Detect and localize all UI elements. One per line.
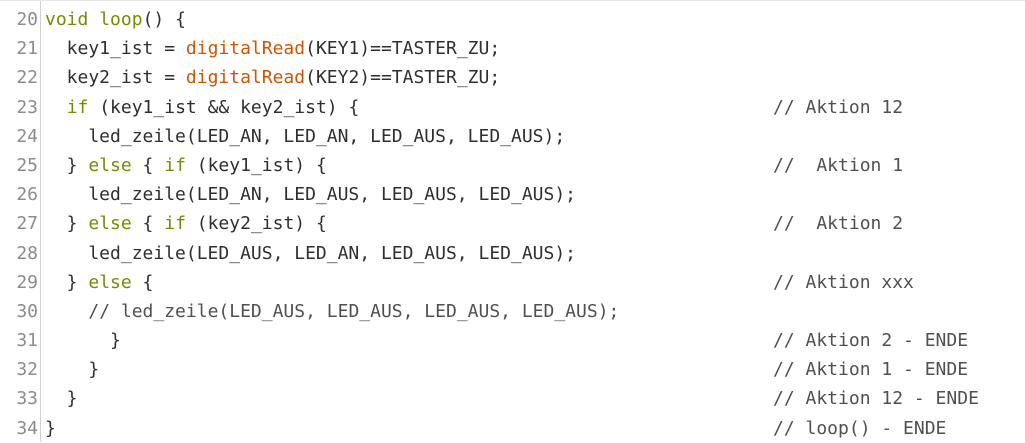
keyword-token: else xyxy=(88,154,132,176)
code-text[interactable]: key2_ist = digitalRead(KEY2)==TASTER_ZU; xyxy=(45,63,501,92)
code-text[interactable]: // led_zeile(LED_AUS, LED_AUS, LED_AUS, … xyxy=(45,297,619,326)
line-number: 32 xyxy=(16,359,38,381)
keyword-token: else xyxy=(88,213,132,235)
code-token: } xyxy=(45,213,89,235)
code-token: } xyxy=(45,359,100,381)
line-number: 26 xyxy=(16,184,38,206)
line-number: 21 xyxy=(16,38,38,60)
code-text[interactable]: } else { if (key2_ist) { xyxy=(45,209,327,238)
code-line[interactable]: 33 } // Aktion 12 - ENDE xyxy=(0,384,1025,413)
code-token: { xyxy=(131,213,165,235)
code-text[interactable]: led_zeile(LED_AN, LED_AN, LED_AUS, LED_A… xyxy=(45,122,565,151)
line-number-gutter xyxy=(0,1,41,442)
code-line[interactable]: 34} // loop() - ENDE xyxy=(0,414,1025,443)
code-token: (key2_ist) { xyxy=(185,213,327,235)
code-token xyxy=(45,301,88,322)
code-text[interactable]: } xyxy=(45,414,56,443)
line-number: 22 xyxy=(16,67,38,89)
code-line[interactable]: 27 } else { if (key2_ist) { // Aktion 2 xyxy=(0,209,1025,238)
line-comment: // Aktion xxx xyxy=(773,271,914,293)
keyword-token: void xyxy=(45,9,89,30)
line-number: 23 xyxy=(16,96,38,118)
code-token: (KEY1)==TASTER_ZU; xyxy=(305,38,501,60)
line-number: 28 xyxy=(16,242,38,264)
line-number: 24 xyxy=(16,125,38,147)
code-line[interactable]: 30 // led_zeile(LED_AUS, LED_AUS, LED_AU… xyxy=(0,297,1025,326)
code-token: () { xyxy=(142,9,186,30)
code-line[interactable]: 22 key2_ist = digitalRead(KEY2)==TASTER_… xyxy=(0,63,1025,92)
line-number: 34 xyxy=(16,417,38,439)
line-comment: // Aktion 2 - ENDE xyxy=(773,330,969,352)
comment-token: // led_zeile(LED_AUS, LED_AUS, LED_AUS, … xyxy=(88,300,620,322)
function-token: digitalRead xyxy=(185,38,306,60)
code-token: } xyxy=(45,154,89,176)
code-text[interactable]: } xyxy=(45,384,78,413)
line-number: 33 xyxy=(16,388,38,410)
line-number: 30 xyxy=(16,300,38,322)
code-token xyxy=(45,97,67,118)
code-text[interactable]: } else { xyxy=(45,268,154,297)
code-text[interactable]: if (key1_ist && key2_ist) { xyxy=(45,93,360,122)
keyword-token: if xyxy=(164,154,186,176)
code-text[interactable]: led_zeile(LED_AN, LED_AUS, LED_AUS, LED_… xyxy=(45,180,576,209)
line-comment: // Aktion 1 xyxy=(773,154,904,176)
code-line[interactable]: 31 } // Aktion 2 - ENDE xyxy=(0,326,1025,355)
code-line[interactable]: 29 } else { // Aktion xxx xyxy=(0,268,1025,297)
code-token: { xyxy=(131,271,154,293)
code-token: led_zeile(LED_AN, LED_AUS, LED_AUS, LED_… xyxy=(45,184,577,206)
code-token: led_zeile(LED_AN, LED_AN, LED_AUS, LED_A… xyxy=(45,125,566,147)
code-token: led_zeile(LED_AUS, LED_AN, LED_AUS, LED_… xyxy=(45,242,577,264)
code-text[interactable]: key1_ist = digitalRead(KEY1)==TASTER_ZU; xyxy=(45,34,501,63)
keyword-token: loop xyxy=(99,9,143,30)
line-comment: // Aktion 12 - ENDE xyxy=(773,388,979,410)
code-token: key1_ist = xyxy=(45,38,186,60)
code-token: (key1_ist) { xyxy=(185,154,327,176)
code-token: } xyxy=(45,388,78,410)
keyword-token: else xyxy=(88,271,132,293)
code-text[interactable]: void loop() { xyxy=(45,5,186,34)
code-token: } xyxy=(45,417,56,439)
code-line[interactable]: 32 } // Aktion 1 - ENDE xyxy=(0,355,1025,384)
code-text[interactable]: } xyxy=(45,326,121,355)
code-token: } xyxy=(45,330,121,352)
code-line[interactable]: 28 led_zeile(LED_AUS, LED_AN, LED_AUS, L… xyxy=(0,239,1025,268)
code-text[interactable]: } xyxy=(45,355,99,384)
code-token: } xyxy=(45,271,89,293)
code-line[interactable]: 23 if (key1_ist && key2_ist) { // Aktion … xyxy=(0,93,1025,122)
line-number: 29 xyxy=(16,271,38,293)
line-comment: // Aktion 1 - ENDE xyxy=(773,359,969,381)
keyword-token: if xyxy=(164,213,186,235)
keyword-token: if xyxy=(66,96,89,118)
line-comment: // Aktion 2 xyxy=(773,213,904,235)
line-number: 31 xyxy=(16,330,38,352)
code-line[interactable]: 20 void loop() { xyxy=(0,5,1025,34)
code-line[interactable]: 25 } else { if (key1_ist) { // Aktion 1 xyxy=(0,151,1025,180)
code-line[interactable]: 21 key1_ist = digitalRead(KEY1)==TASTER_… xyxy=(0,34,1025,63)
line-comment: // loop() - ENDE xyxy=(773,417,947,439)
line-number: 20 xyxy=(16,9,38,30)
code-text[interactable]: led_zeile(LED_AUS, LED_AN, LED_AUS, LED_… xyxy=(45,239,576,268)
line-comment: // Aktion 12 xyxy=(773,96,904,118)
code-token: key2_ist = xyxy=(45,67,186,89)
function-token: digitalRead xyxy=(185,67,306,89)
code-token: (KEY2)==TASTER_ZU; xyxy=(305,67,501,89)
code-line[interactable]: 26 led_zeile(LED_AN, LED_AUS, LED_AUS, L… xyxy=(0,180,1025,209)
code-text[interactable]: } else { if (key1_ist) { xyxy=(45,151,327,180)
code-token: (key1_ist && key2_ist) { xyxy=(88,96,360,118)
code-line[interactable]: 24 led_zeile(LED_AN, LED_AN, LED_AUS, LE… xyxy=(0,122,1025,151)
line-number: 27 xyxy=(16,213,38,235)
code-token xyxy=(88,9,99,30)
code-token: { xyxy=(131,154,165,176)
line-number: 25 xyxy=(16,154,38,176)
